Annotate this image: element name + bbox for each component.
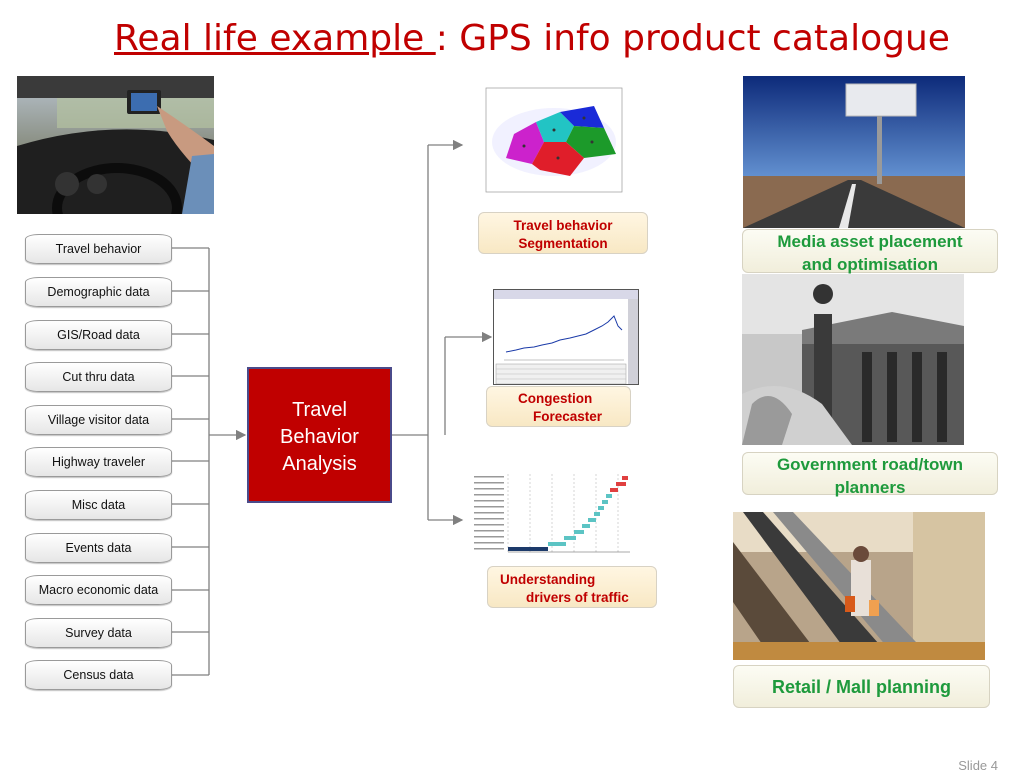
government-line-2: planners [834, 478, 906, 497]
source-village-visitor-data: Village visitor data [25, 405, 172, 435]
label-segmentation: Travel behavior Segmentation [478, 212, 648, 254]
label-retail: Retail / Mall planning [733, 665, 990, 708]
slide-number: Slide 4 [958, 758, 998, 773]
segmentation-scatter-thumbnail [474, 84, 628, 202]
forecaster-chart-thumbnail [493, 289, 639, 385]
segmentation-line-2: Segmentation [518, 236, 608, 251]
source-misc-data: Misc data [25, 490, 172, 520]
gps-driver-photo [17, 76, 214, 214]
source-gis-road-data: GIS/Road data [25, 320, 172, 350]
source-highway-traveler: Highway traveler [25, 447, 172, 477]
analysis-line-3: Analysis [282, 453, 357, 475]
forecaster-line-2: Forecaster [533, 409, 603, 424]
source-demographic-data: Demographic data [25, 277, 172, 307]
label-forecaster: Congestion Forecaster [486, 386, 631, 427]
billboard-road-photo [743, 76, 965, 228]
source-macro-economic-data: Macro economic data [25, 575, 172, 605]
title-rest: : GPS info product catalogue [435, 18, 950, 59]
title-underlined: Real life example [114, 18, 436, 59]
analysis-line-2: Behavior [280, 426, 359, 448]
label-drivers: Understanding drivers of traffic [487, 566, 657, 608]
government-line-1: Government road/town [776, 455, 964, 474]
drivers-line-1: Understanding [500, 572, 596, 587]
label-media-asset: Media asset placement and optimisation [742, 229, 998, 274]
label-government: Government road/town planners [742, 452, 998, 497]
source-travel-behavior: Travel behavior [25, 234, 172, 264]
media-line-1: Media asset placement [777, 232, 963, 251]
drivers-line-2: drivers of traffic [526, 590, 629, 605]
source-survey-data: Survey data [25, 618, 172, 648]
retail-line-1: Retail / Mall planning [771, 677, 951, 697]
parliament-statue-photo [742, 274, 964, 445]
slide-title: Real life example : GPS info product cat… [114, 18, 950, 59]
media-line-2: and optimisation [802, 255, 938, 274]
analysis-line-1: Travel [292, 399, 347, 421]
forecaster-line-1: Congestion [518, 391, 593, 406]
segmentation-line-1: Travel behavior [513, 218, 613, 233]
source-events-data: Events data [25, 533, 172, 563]
source-cut-thru-data: Cut thru data [25, 362, 172, 392]
mall-escalator-photo [733, 512, 985, 660]
travel-behavior-analysis-box: Travel Behavior Analysis [247, 367, 392, 503]
drivers-waterfall-thumbnail [470, 470, 638, 562]
source-census-data: Census data [25, 660, 172, 690]
